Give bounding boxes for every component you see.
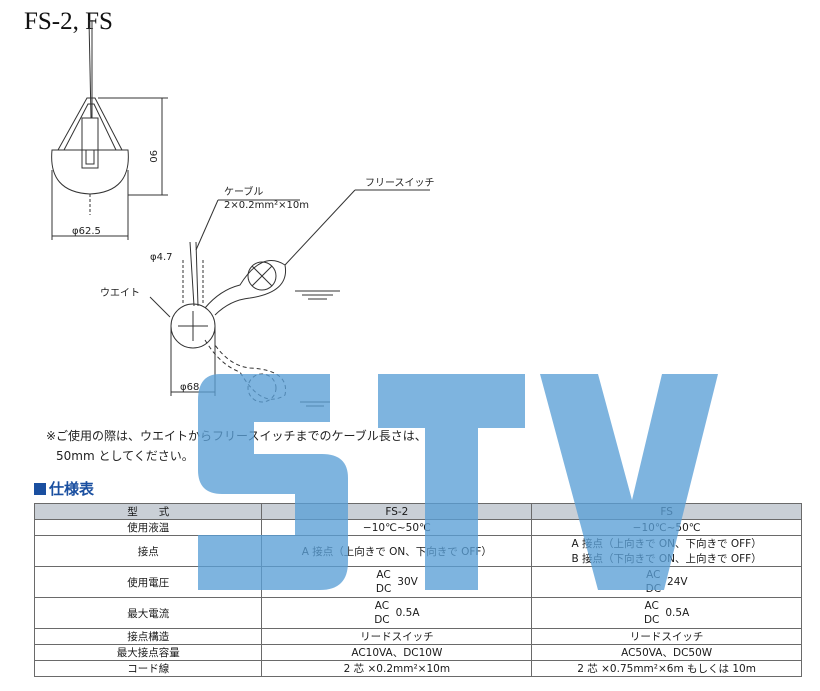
table-header-row: 型 式 FS-2 FS: [33, 503, 802, 520]
technical-drawing: 90 φ62.5 φ4.7 φ68 ケーブル 2×0.2mm²×10m フリース…: [51, 19, 435, 407]
usage-note-line2: 50mm としてください。: [56, 449, 194, 463]
header-model: 型 式: [33, 503, 263, 520]
spec-heading: 仕様表: [34, 478, 94, 499]
float-outline: [51, 149, 129, 195]
dim-diameter-weight-label: φ68: [180, 382, 199, 393]
table-row: 接点 A 接点（上向きで ON、下向きで OFF） A 接点（上向きで ON、下…: [33, 535, 802, 567]
usage-note: ※ご使用の際は、ウエイトからフリースイッチまでのケーブル長さは、 50mm とし…: [46, 426, 427, 466]
weight-label: ウエイト: [100, 287, 140, 299]
cable-label: ケーブル: [224, 185, 263, 198]
cable-spec-label: 2×0.2mm²×10m: [224, 200, 309, 211]
header-fs: FS: [531, 503, 802, 520]
free-switch-label: フリースイッチ: [365, 177, 435, 189]
square-bullet-icon: [34, 483, 46, 495]
table-row: 接点構造 リードスイッチ リードスイッチ: [33, 628, 802, 645]
dim-diameter-float-label: φ62.5: [72, 226, 101, 237]
usage-note-line1: ※ご使用の際は、ウエイトからフリースイッチまでのケーブル長さは、: [46, 429, 427, 443]
table-row: コード線 2 芯 ×0.2mm²×10m 2 芯 ×0.75mm²×6m もしく…: [33, 660, 802, 677]
table-row: 使用液温 −10℃~50℃ −10℃~50℃: [33, 519, 802, 536]
table-row: 最大接点容量 AC10VA、DC10W AC50VA、DC50W: [33, 644, 802, 661]
dim-height-label: 90: [147, 150, 158, 163]
page-title: FS-2, FS: [24, 8, 113, 35]
dim-diameter-cable-label: φ4.7: [150, 252, 173, 263]
header-fs2: FS-2: [261, 503, 533, 520]
spec-table: 型 式 FS-2 FS 使用液温 −10℃~50℃ −10℃~50℃ 接点 A …: [33, 503, 802, 677]
